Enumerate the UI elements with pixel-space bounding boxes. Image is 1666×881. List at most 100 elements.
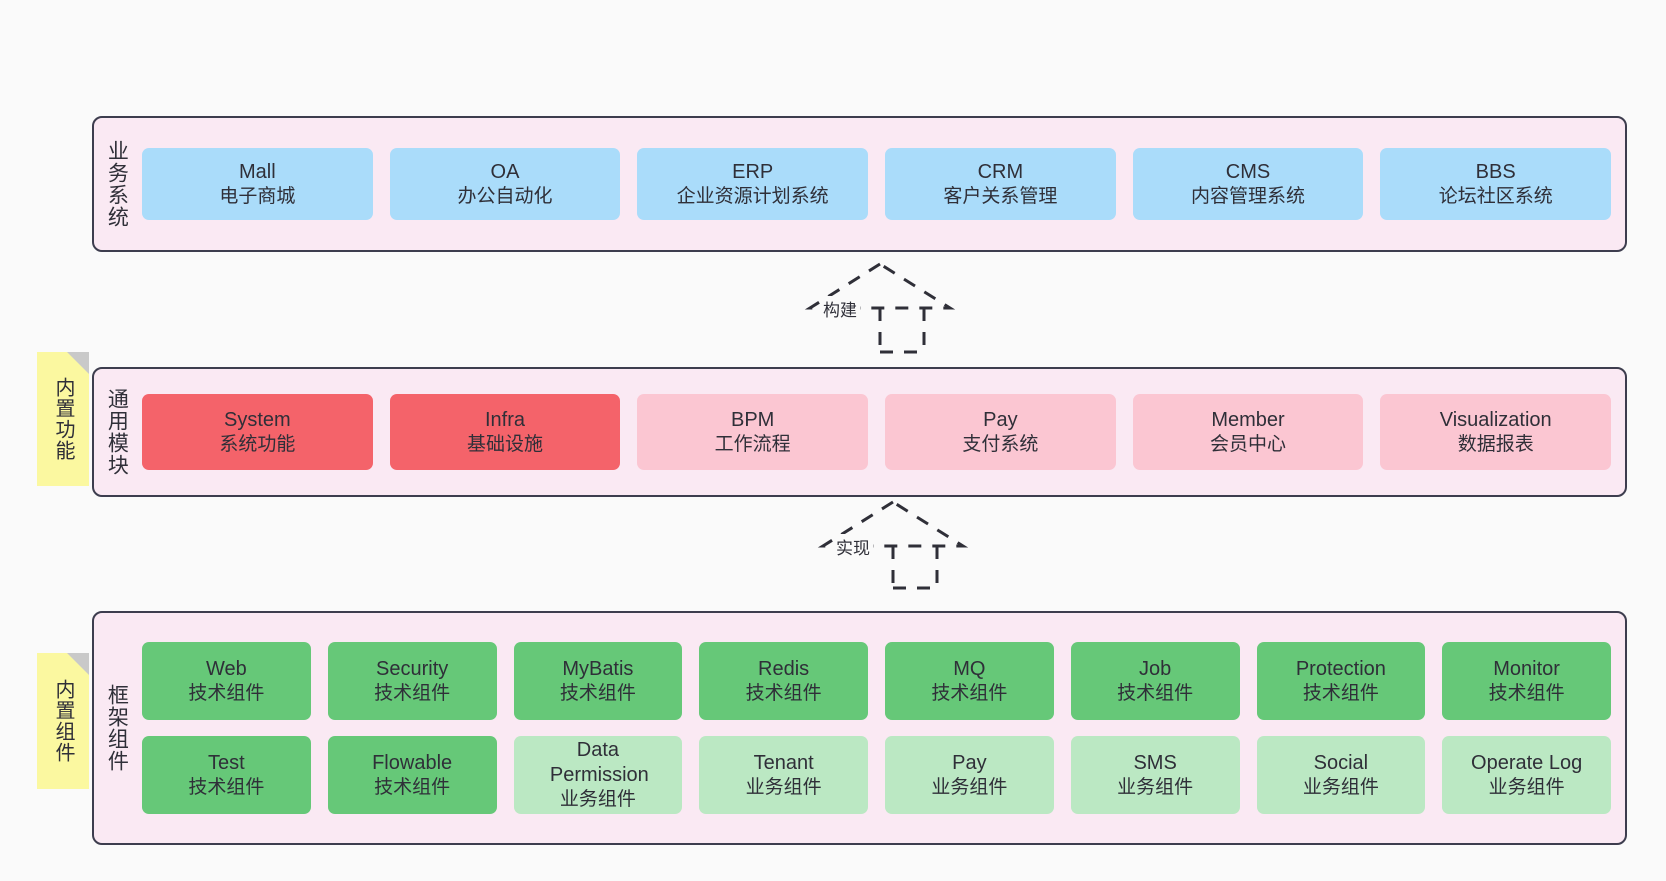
card-mall[interactable]: Mall 电子商城: [142, 148, 373, 220]
card-operate-log[interactable]: Operate Log 业务组件: [1442, 736, 1611, 814]
card-infra[interactable]: Infra 基础设施: [389, 394, 621, 470]
card-tenant-desc: 业务组件: [745, 776, 822, 798]
layer-business-body: Mall 电子商城 OA 办公自动化 ERP 企业资源计划系统 CRM 客户关系…: [138, 118, 1625, 250]
layer-framework: 框架组件 Web 技术组件 Security 技术组件 MyBatis 技术组件…: [92, 611, 1627, 845]
card-mybatis-name: MyBatis: [562, 657, 634, 680]
card-test-name: Test: [208, 751, 245, 774]
card-monitor-desc: 技术组件: [1488, 682, 1565, 704]
note-builtin-features: 内置功能: [37, 352, 89, 486]
card-visualization[interactable]: Visualization 数据报表: [1380, 394, 1612, 470]
card-system[interactable]: System 系统功能: [142, 394, 373, 470]
card-crm-name: CRM: [977, 160, 1024, 183]
card-bbs-name: BBS: [1475, 160, 1516, 183]
card-security-desc: 技术组件: [374, 682, 451, 704]
card-visualization-name: Visualization: [1439, 408, 1552, 431]
layer-framework-title: 框架组件: [105, 684, 129, 772]
card-pay-module-name: Pay: [983, 408, 1018, 431]
card-mq-name: MQ: [953, 657, 986, 680]
card-pay-module[interactable]: Pay 支付系统: [885, 394, 1116, 470]
card-member-desc: 会员中心: [1210, 433, 1287, 455]
card-monitor-name: Monitor: [1493, 657, 1560, 680]
card-data-permission-name: Data Permission: [549, 739, 649, 787]
card-pay-component[interactable]: Pay 业务组件: [885, 736, 1054, 814]
card-pay-component-name: Pay: [952, 751, 987, 774]
card-security[interactable]: Security 技术组件: [327, 642, 497, 720]
card-protection-desc: 技术组件: [1302, 682, 1379, 704]
card-mall-desc: 电子商城: [219, 185, 296, 207]
card-test-desc: 技术组件: [188, 776, 265, 798]
note-builtin-components: 内置组件: [37, 653, 89, 789]
card-infra-desc: 基础设施: [467, 433, 544, 455]
card-web-desc: 技术组件: [188, 682, 265, 704]
card-mq-desc: 技术组件: [931, 682, 1008, 704]
card-sms-desc: 业务组件: [1117, 776, 1194, 798]
layer-common: 通用模块 System 系统功能 Infra 基础设施 BPM 工作流程 Pay…: [92, 367, 1627, 497]
arrow-implement-label: 实现: [833, 534, 873, 559]
card-job-name: Job: [1139, 657, 1172, 680]
card-data-permission[interactable]: Data Permission 业务组件: [513, 736, 683, 814]
layer-business-row: Mall 电子商城 OA 办公自动化 ERP 企业资源计划系统 CRM 客户关系…: [142, 148, 1612, 220]
card-bbs-desc: 论坛社区系统: [1438, 185, 1553, 207]
card-bbs[interactable]: BBS 论坛社区系统: [1380, 148, 1612, 220]
card-redis-desc: 技术组件: [745, 682, 822, 704]
card-bpm-desc: 工作流程: [714, 433, 791, 455]
card-social-desc: 业务组件: [1302, 776, 1379, 798]
card-cms[interactable]: CMS 内容管理系统: [1132, 148, 1364, 220]
card-infra-name: Infra: [484, 408, 526, 431]
card-erp-name: ERP: [732, 160, 774, 183]
card-mybatis[interactable]: MyBatis 技术组件: [513, 642, 683, 720]
card-mall-name: Mall: [239, 160, 276, 183]
card-data-permission-desc: 业务组件: [559, 789, 636, 811]
card-social-name: Social: [1313, 751, 1369, 774]
card-redis-name: Redis: [758, 657, 810, 680]
card-member-name: Member: [1211, 408, 1285, 431]
card-protection[interactable]: Protection 技术组件: [1256, 642, 1426, 720]
card-visualization-desc: 数据报表: [1457, 433, 1534, 455]
layer-common-row: System 系统功能 Infra 基础设施 BPM 工作流程 Pay 支付系统…: [142, 394, 1612, 470]
card-mq[interactable]: MQ 技术组件: [885, 642, 1054, 720]
card-cms-desc: 内容管理系统: [1191, 185, 1306, 207]
card-security-name: Security: [376, 657, 449, 680]
card-sms[interactable]: SMS 业务组件: [1070, 736, 1240, 814]
card-flowable-desc: 技术组件: [374, 776, 451, 798]
card-mybatis-desc: 技术组件: [559, 682, 636, 704]
card-oa-desc: 办公自动化: [457, 185, 553, 207]
layer-framework-row-business: Test 技术组件 Flowable 技术组件 Data Permission …: [142, 736, 1611, 814]
card-flowable[interactable]: Flowable 技术组件: [327, 736, 497, 814]
arrow-implement: 实现: [817, 500, 977, 590]
card-monitor[interactable]: Monitor 技术组件: [1442, 642, 1611, 720]
layer-common-title: 通用模块: [105, 388, 129, 476]
card-flowable-name: Flowable: [372, 751, 453, 774]
arrow-build-label: 构建: [820, 296, 860, 321]
card-bpm[interactable]: BPM 工作流程: [637, 394, 869, 470]
card-system-desc: 系统功能: [219, 433, 296, 455]
layer-business: 业务系统 Mall 电子商城 OA 办公自动化 ERP 企业资源计划系统 CRM…: [92, 116, 1627, 252]
card-test[interactable]: Test 技术组件: [142, 736, 311, 814]
layer-framework-body: Web 技术组件 Security 技术组件 MyBatis 技术组件 Redi…: [138, 613, 1625, 843]
card-tenant-name: Tenant: [753, 751, 814, 774]
card-operate-log-desc: 业务组件: [1488, 776, 1565, 798]
card-sms-name: SMS: [1133, 751, 1177, 774]
card-crm-desc: 客户关系管理: [943, 185, 1058, 207]
card-tenant[interactable]: Tenant 业务组件: [699, 736, 868, 814]
arrow-build: 构建: [802, 262, 962, 354]
card-pay-module-desc: 支付系统: [962, 433, 1039, 455]
card-bpm-name: BPM: [731, 408, 775, 431]
card-operate-log-name: Operate Log: [1471, 751, 1583, 774]
card-social[interactable]: Social 业务组件: [1256, 736, 1426, 814]
card-web-name: Web: [205, 657, 247, 680]
layer-framework-row-tech: Web 技术组件 Security 技术组件 MyBatis 技术组件 Redi…: [142, 642, 1611, 720]
card-system-name: System: [223, 408, 291, 431]
card-job-desc: 技术组件: [1117, 682, 1194, 704]
card-erp[interactable]: ERP 企业资源计划系统: [637, 148, 869, 220]
card-erp-desc: 企业资源计划系统: [676, 185, 829, 207]
card-pay-component-desc: 业务组件: [931, 776, 1008, 798]
card-redis[interactable]: Redis 技术组件: [699, 642, 868, 720]
card-crm[interactable]: CRM 客户关系管理: [885, 148, 1116, 220]
card-web[interactable]: Web 技术组件: [142, 642, 311, 720]
card-member[interactable]: Member 会员中心: [1132, 394, 1364, 470]
card-cms-name: CMS: [1225, 160, 1271, 183]
card-oa[interactable]: OA 办公自动化: [389, 148, 621, 220]
card-job[interactable]: Job 技术组件: [1070, 642, 1240, 720]
